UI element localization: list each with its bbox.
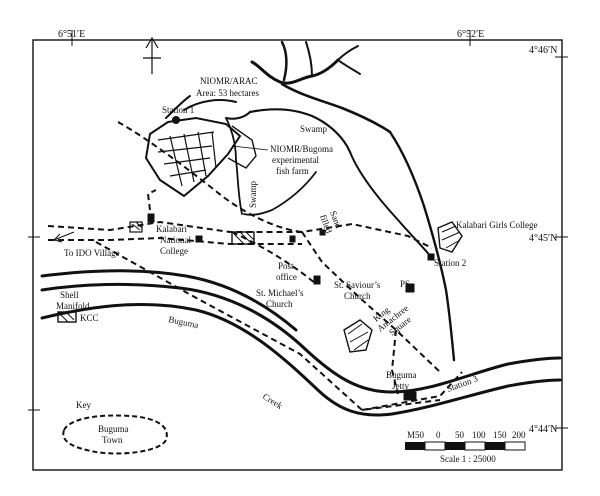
label-buguma-jetty-2: Jetty [392, 381, 409, 391]
scale-tick-150: 150 [493, 430, 507, 440]
label-post: Post [278, 261, 294, 271]
coord-right-bottom: 4°44′N [529, 424, 557, 435]
key-buguma-town-outline [62, 414, 168, 455]
label-to-ido-village: To IDO Village [64, 248, 120, 258]
station-1-marker [172, 116, 180, 124]
label-kalabari-girls-college: Kalabari Girls College [456, 220, 537, 230]
label-manifold: Manifold [56, 301, 90, 311]
label-kalabari-national-1: Kalabari [156, 224, 187, 234]
map-frame [32, 39, 563, 471]
fish-farm-ponds [144, 116, 257, 198]
label-creek: Creek [261, 391, 285, 411]
label-buguma-river: Buguma [168, 314, 200, 330]
label-kalabari-national-2: National [160, 235, 191, 245]
label-niomr-arac: NIOMR/ARAC [200, 76, 258, 86]
label-swamp: Swamp [300, 124, 328, 134]
label-kcc: KCC [80, 313, 99, 323]
label-st-saviour-2: Church [344, 291, 371, 301]
label-office: office [276, 272, 297, 282]
hatched-blocks [57, 213, 463, 401]
scale-tick-0: 0 [436, 430, 441, 440]
label-niomr-bugoma-1: NIOMR/Bugoma [270, 144, 333, 154]
ido-arrow-icon [53, 231, 75, 243]
label-station-1: Station 1 [162, 105, 194, 115]
coord-top-right: 6°52′E [457, 29, 484, 40]
label-kalabari-national-3: College [160, 246, 188, 256]
coord-right-mid: 4°45′N [529, 233, 557, 244]
fish-farm-pointer [231, 145, 269, 151]
label-area: Area: 53 hectares [196, 88, 259, 98]
label-key: Key [76, 400, 91, 410]
label-station-2: Station 2 [434, 258, 466, 268]
label-st-michael-1: St. Michael’s [256, 288, 304, 298]
label-st-saviour-1: St. Saviour’s [334, 280, 381, 290]
scale-tick-200: 200 [512, 430, 526, 440]
label-shell: Shell [60, 290, 79, 300]
river-network [165, 40, 456, 362]
scale-tick-m50: M50 [407, 430, 425, 440]
scale-tick-100: 100 [472, 430, 486, 440]
label-st-michael-2: Church [266, 299, 293, 309]
label-niomr-bugoma-3: fish farm [276, 166, 309, 176]
roads [47, 121, 463, 412]
coord-top-left: 6°51′E [58, 29, 85, 40]
label-swamp-vertical: Swamp [248, 181, 258, 209]
label-key-buguma: Buguma [98, 424, 129, 434]
label-niomr-bugoma-2: experimental [272, 155, 319, 165]
scale-label: Scale 1 : 25000 [440, 454, 496, 464]
label-buguma-jetty-1: Buguma [386, 370, 417, 380]
label-key-town: Town [102, 435, 123, 445]
coord-right-top: 4°46′N [529, 45, 557, 56]
coordinate-ticks [28, 30, 568, 429]
scale-bar [405, 441, 526, 451]
label-ps: PS [400, 279, 410, 289]
north-arrow-icon [143, 36, 161, 74]
scale-tick-50: 50 [455, 430, 465, 440]
buguma-creek [40, 269, 562, 417]
